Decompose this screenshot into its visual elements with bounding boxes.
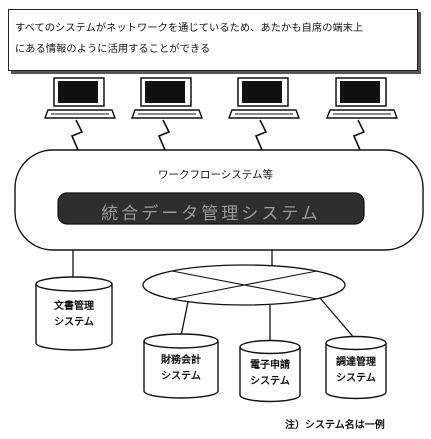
db-document-cylinder bbox=[35, 276, 113, 351]
link-bolt-3 bbox=[254, 119, 268, 151]
link-bolt-4 bbox=[352, 119, 366, 151]
db-document-label: 文書管理 システム bbox=[36, 299, 112, 331]
integration-system-label: 統合データ管理システム bbox=[101, 204, 321, 224]
db-application-label: 電子申請 システム bbox=[240, 358, 300, 390]
integration-bar bbox=[57, 192, 365, 225]
db-finance-cylinder bbox=[143, 333, 219, 399]
example-note: 注）システム名は一例 bbox=[285, 420, 385, 431]
db-document-line1: 文書管理 bbox=[54, 301, 94, 312]
db-procurement-line1: 調達管理 bbox=[336, 357, 376, 368]
db-finance-label: 財務会計 システム bbox=[144, 353, 218, 385]
db-application-line2: システム bbox=[250, 376, 290, 387]
db-procurement-line2: システム bbox=[336, 373, 376, 384]
db-finance-line1: 財務会計 bbox=[161, 355, 201, 366]
caption-box: すべてのシステムがネットワークを通じているため、あたかも自席の端末上 にある情報… bbox=[8, 9, 418, 71]
db-application-line1: 電子申請 bbox=[250, 360, 290, 371]
terminal-3 bbox=[227, 77, 301, 119]
db-procurement-label: 調達管理 システム bbox=[326, 355, 386, 387]
connector-network-finance bbox=[180, 301, 189, 337]
db-procurement-cylinder bbox=[325, 335, 387, 400]
network-hub bbox=[142, 264, 346, 306]
link-bolt-1 bbox=[70, 119, 84, 151]
db-finance-line2: システム bbox=[161, 371, 201, 382]
caption-line-2: にある情報のように活用することができる bbox=[15, 44, 211, 55]
db-application-cylinder bbox=[239, 339, 301, 403]
link-bolt-2 bbox=[157, 119, 171, 151]
db-document-line2: システム bbox=[54, 317, 94, 328]
terminal-2 bbox=[130, 77, 204, 119]
caption-line-1: すべてのシステムがネットワークを通じているため、あたかも自席の端末上 bbox=[15, 23, 364, 34]
terminal-1 bbox=[43, 77, 117, 119]
workflow-system-label: ワークフローシステム等 bbox=[158, 169, 273, 181]
terminal-4 bbox=[325, 77, 399, 119]
connector-network-procurement bbox=[319, 297, 356, 340]
